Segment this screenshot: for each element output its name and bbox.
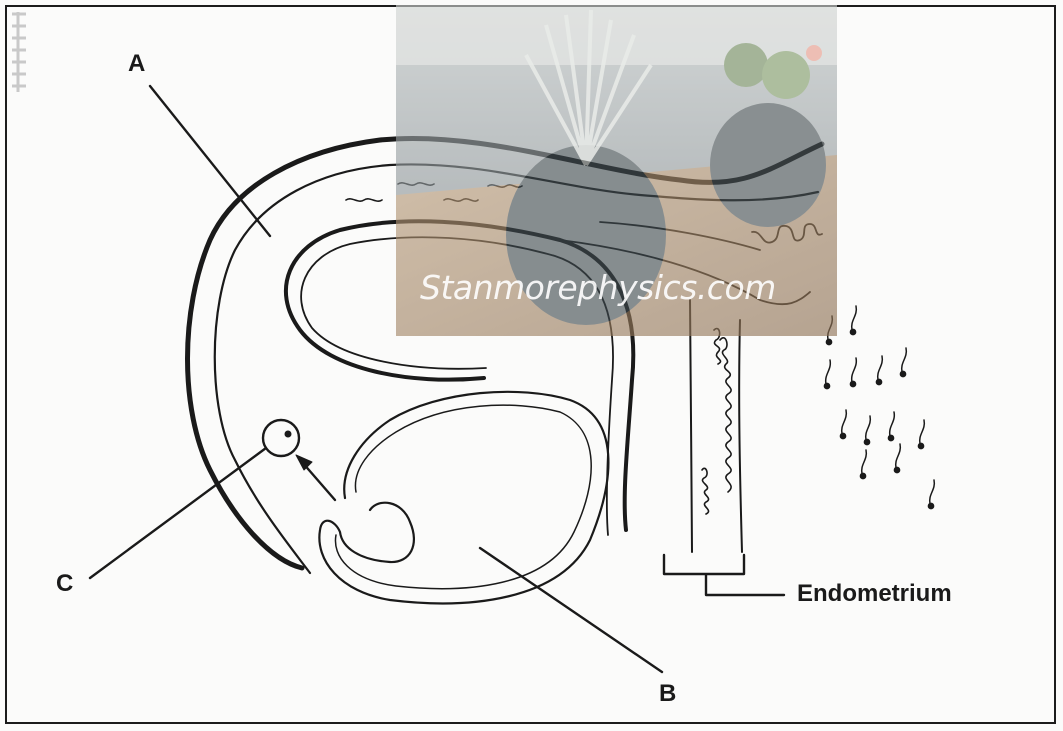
- egg-nucleus: [285, 431, 291, 437]
- label-c-leader: [90, 448, 266, 578]
- endometrium-strip-left: [690, 300, 692, 552]
- implantation-sac: [319, 392, 608, 604]
- label-c: C: [56, 572, 73, 596]
- sperm-cells-right: [824, 306, 934, 509]
- endometrium-glands: [702, 329, 731, 514]
- watermark-text: Stanmorephysics.com: [420, 268, 820, 307]
- label-a-leader: [150, 86, 270, 236]
- label-a: A: [128, 52, 145, 76]
- egg-cell: [263, 420, 299, 456]
- endometrium-bracket: [664, 555, 784, 595]
- label-b: B: [659, 682, 676, 706]
- endometrium-strip-right: [739, 320, 742, 552]
- label-endometrium: Endometrium: [797, 582, 952, 606]
